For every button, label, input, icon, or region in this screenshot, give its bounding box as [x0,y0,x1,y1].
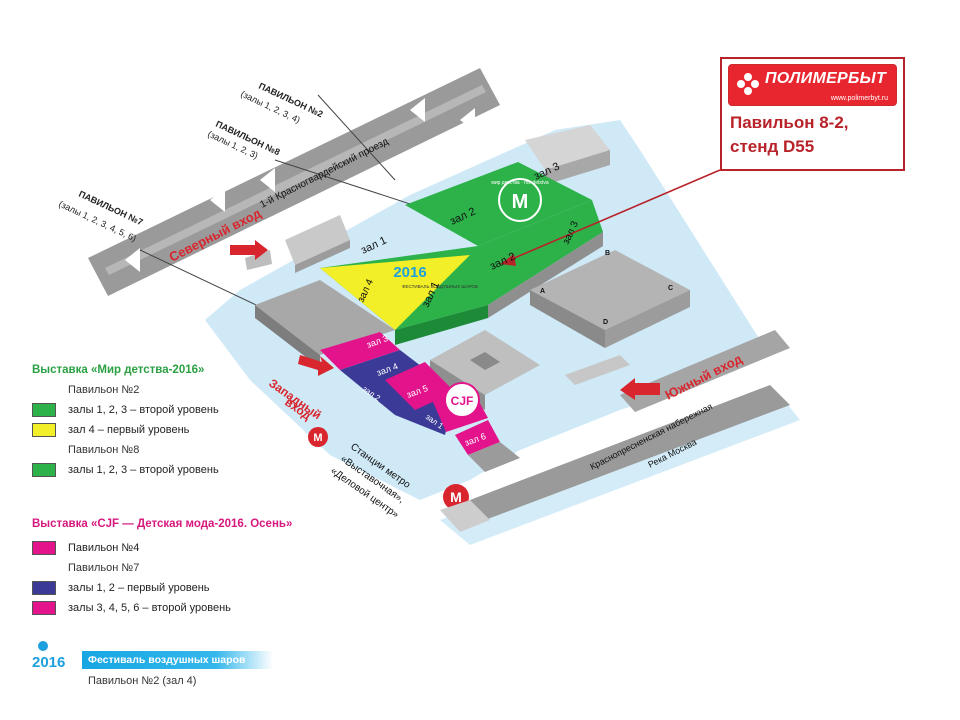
balloon-festival-logo: 2016 [30,640,80,679]
square-letter-d: D [603,319,608,326]
stand-pavilion: Павильон 8-2, [730,113,849,132]
west-entrance-arrow [298,355,334,376]
metro-letter-south: М [450,489,462,505]
legend-mir-detstva: Выставка «Мир детства-2016» Павильон №2 … [32,364,219,480]
metro-station-building [440,500,490,532]
legend-row-pav4: Павильон №4 [32,538,292,558]
legend-swatch-yellow [32,423,56,437]
central-pavilion-inner [470,352,500,370]
callout-pointer-head [500,254,516,266]
south-entrance-arrow [620,378,660,400]
legend-cjf: Выставка «CJF — Детская мода-2016. Осень… [32,518,292,618]
expocentre-square-top [530,250,690,330]
balloon-festival-map-year: 2016 [393,264,426,281]
cjf-logo-text: CJF [451,394,474,408]
south-road [620,330,790,412]
exhibitor-callout: ПОЛИМЕРБЫТ www.polimerbyt.ru Павильон 8-… [720,57,905,171]
legend-mir-title: Выставка «Мир детства-2016» [32,364,205,376]
legend-pav7-floor2: залы 3, 4, 5, 6 – второй уровень [68,602,231,614]
balloon-festival-pavilion: Павильон №2 (зал 4) [88,675,197,687]
pavilion-7-grey-base [468,442,520,472]
grey-pavilion-west-side [255,305,320,368]
legend-row-pav7-floor1: залы 1, 2 – первый уровень [32,578,292,598]
metro-icon-west [308,427,328,447]
legend-row-pav2-floor1: зал 4 – первый уровень [32,420,219,440]
balloon-festival-logo-icon: 2016 [32,641,65,671]
legend-swatch-green-2 [32,463,56,477]
legend-swatch-magenta-2 [32,601,56,615]
legend-pav7: Павильон №7 [68,562,140,574]
north-entrance-arrow [230,240,268,260]
legend-pav7-floor1: залы 1, 2 – первый уровень [68,582,210,594]
grey-buildings [245,125,630,385]
square-letter-a: A [540,288,545,295]
metro-letter-west: М [313,432,322,444]
legend-row-pav7-floor2: залы 3, 4, 5, 6 – второй уровень [32,598,292,618]
polimerbyt-flower-icon [737,73,759,95]
polimerbyt-brand: ПОЛИМЕРБЫТ [765,70,887,87]
pavilion-8-green-side [395,305,488,345]
polimerbyt-logo: ПОЛИМЕРБЫТ www.polimerbyt.ru [728,64,897,106]
legend-cjf-title: Выставка «CJF — Детская мода-2016. Осень… [32,518,293,530]
stand-number: стенд D55 [730,137,815,156]
mir-detstva-ring-text: мир детства · mir detstva [491,180,548,186]
balloon-festival-year: 2016 [32,654,65,671]
embankment-road [470,385,790,520]
road-arrows [125,98,475,304]
pavilion-8-grey-wall [488,232,603,318]
expocentre-square-side [530,290,605,348]
legend-pav2-floor2: залы 1, 2, 3 – второй уровень [68,404,219,416]
stand-location: Павильон 8-2, стенд D55 [722,106,903,159]
square-letter-c: C [668,285,673,292]
legend-swatch-green [32,403,56,417]
pavilion-7-magenta-c [455,420,500,455]
legend-swatch-magenta [32,541,56,555]
legend-swatch-navy [32,581,56,595]
expocentre-square-side-r [605,290,690,348]
legend-pav2: Павильон №2 [68,384,140,396]
legend-row-pav2-floor2: залы 1, 2, 3 – второй уровень [32,400,219,420]
mir-detstva-badge [498,178,542,222]
pavilion-2-yellow [320,255,470,330]
legend-pav4: Павильон №4 [68,542,140,554]
north-road-lane [105,85,486,275]
legend-pav8: Павильон №8 [68,444,140,456]
legend-pav8-floor2: залы 1, 2, 3 – второй уровень [68,464,219,476]
legend-pav2-floor1: зал 4 – первый уровень [68,424,190,436]
balloon-festival-bar: Фестиваль воздушных шаров [82,651,273,669]
pavilion-4-magenta [320,332,400,370]
grey-pavilion-west [255,280,395,355]
cjf-badge [444,382,480,418]
callout-pointer-line [504,169,721,263]
polimerbyt-site: www.polimerbyt.ru [830,95,888,102]
mir-detstva-letter: M [512,191,529,213]
legend-row-pav8-floor2: залы 1, 2, 3 – второй уровень [32,460,219,480]
square-letter-b: B [605,250,610,257]
balloon-festival-map-caption: ФЕСТИВАЛЬ ВОЗДУШНЫХ ШАРОВ [402,284,478,289]
